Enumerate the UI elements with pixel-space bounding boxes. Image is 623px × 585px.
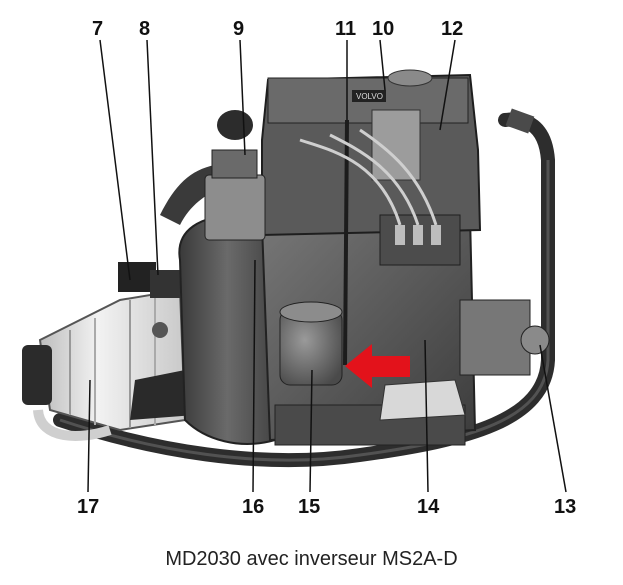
callout-16: 16 <box>242 496 265 518</box>
callout-11: 11 <box>335 18 357 40</box>
callout-8: 8 <box>139 18 151 40</box>
dipstick <box>343 119 349 366</box>
red-arrow-icon <box>345 344 410 388</box>
callout-10: 10 <box>372 18 395 40</box>
engine-mount-left <box>130 370 195 420</box>
injection-pump <box>379 214 461 266</box>
raw-water-pump <box>459 299 531 376</box>
callout-7: 7 <box>92 18 104 40</box>
svg-text:VOLVO: VOLVO <box>356 92 383 101</box>
filler-cap <box>387 69 433 87</box>
callout-13: 13 <box>554 496 577 518</box>
callout-17: 17 <box>77 496 100 518</box>
oil-filter <box>279 301 343 386</box>
engine-mount-right <box>379 379 466 421</box>
callout-14: 14 <box>417 496 440 518</box>
leader-lines <box>87 39 567 493</box>
callout-15: 15 <box>298 496 321 518</box>
fuel-filter <box>204 149 266 241</box>
callout-9: 9 <box>233 18 245 40</box>
flywheel-housing <box>178 213 277 445</box>
callout-12: 12 <box>441 18 464 40</box>
figure-caption: MD2030 avec inverseur MS2A-D <box>165 548 458 570</box>
